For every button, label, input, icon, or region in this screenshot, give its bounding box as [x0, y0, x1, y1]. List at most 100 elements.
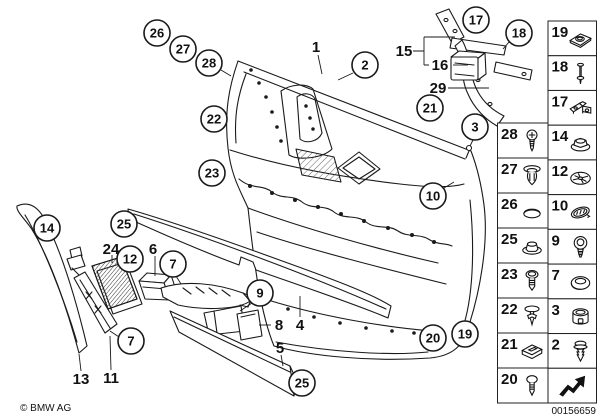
legend-item-20[interactable]: 20 [497, 367, 549, 404]
legend-number: 20 [501, 371, 518, 388]
callout-19[interactable]: 19 [451, 320, 479, 348]
callout-number: 28 [202, 56, 216, 71]
legend-item-7[interactable]: 7 [547, 263, 597, 300]
callout-number: 20 [426, 331, 440, 346]
legend-number: 10 [552, 198, 569, 215]
legend-item-28[interactable]: 28 [497, 122, 549, 159]
callout-20[interactable]: 20 [419, 324, 447, 352]
legend-number: 7 [552, 267, 560, 284]
callout-number: 19 [458, 327, 472, 342]
legend-number: 26 [501, 196, 518, 213]
legend-number: 19 [552, 24, 569, 41]
callout-number: 25 [117, 217, 131, 232]
label-24[interactable]: 24 [103, 241, 120, 258]
disc-clip-icon [570, 171, 591, 185]
callout-3[interactable]: 3 [461, 113, 489, 141]
callout-7[interactable]: 7 [117, 327, 145, 355]
callout-12[interactable]: 12 [116, 245, 144, 273]
callout-26[interactable]: 26 [143, 19, 171, 47]
label-15[interactable]: 15 [396, 43, 413, 60]
legend-item-25[interactable]: 25 [497, 227, 549, 264]
callout-25[interactable]: 25 [110, 210, 138, 238]
legend-number: 25 [501, 231, 518, 248]
legend-number: 23 [501, 266, 518, 283]
fastener-legend: 28 27 26 25 23 22 21 20 19 18 17 14 12 10 9 7 3 2 [497, 20, 597, 404]
label-29[interactable]: 29 [430, 80, 447, 97]
legend-item-next-diagram[interactable] [547, 367, 597, 404]
legend-item-14[interactable]: 14 [547, 124, 597, 161]
callout-22[interactable]: 22 [200, 105, 228, 133]
image-number-text: 00156659 [552, 406, 597, 417]
door-pull-cup-art [160, 282, 253, 309]
callout-21[interactable]: 21 [416, 94, 444, 122]
callout-9[interactable]: 9 [246, 279, 274, 307]
callout-number: 25 [295, 376, 309, 391]
legend-item-18[interactable]: 18 [547, 55, 597, 91]
legend-item-23[interactable]: 23 [497, 262, 549, 299]
legend-number: 14 [552, 128, 569, 145]
label-11[interactable]: 11 [103, 370, 119, 387]
callout-number: 27 [176, 42, 190, 57]
callout-2[interactable]: 2 [351, 51, 379, 79]
callout-number: 3 [471, 120, 478, 135]
legend-item-17[interactable]: 17 [547, 89, 597, 126]
trim-strip-front-art [16, 203, 88, 354]
callout-18[interactable]: 18 [505, 19, 533, 47]
callout-7[interactable]: 7 [159, 250, 187, 278]
callout-number: 17 [469, 13, 483, 28]
callout-number: 9 [256, 286, 263, 301]
legend-item-2[interactable]: 2 [547, 333, 597, 369]
legend-item-12[interactable]: 12 [547, 159, 597, 196]
callout-23[interactable]: 23 [198, 159, 226, 187]
airbag-pad-art [91, 256, 143, 315]
legend-number: 12 [552, 163, 569, 180]
callout-number: 22 [207, 112, 221, 127]
legend-item-26[interactable]: 26 [497, 192, 549, 229]
label-4[interactable]: 4 [296, 317, 305, 334]
leader-lines [78, 36, 510, 372]
legend-item-27[interactable]: 27 [497, 157, 549, 194]
grommet-icon [570, 276, 591, 290]
label-1[interactable]: 1 [312, 39, 320, 56]
door-panel-art [226, 60, 486, 360]
callout-number: 26 [150, 26, 164, 41]
legend-number: 28 [501, 126, 518, 143]
callout-number: 12 [123, 252, 137, 267]
legend-item-21[interactable]: 21 [497, 332, 549, 369]
label-13[interactable]: 13 [73, 371, 90, 388]
copyright-text: © BMW AG [20, 403, 71, 414]
legend-number: 22 [501, 301, 518, 318]
callout-number: 7 [127, 334, 134, 349]
legend-number: 9 [552, 232, 560, 249]
callout-number: 2 [361, 58, 368, 73]
callout-number: 14 [40, 221, 55, 236]
carrier-bracket-art [66, 246, 118, 334]
legend-item-9[interactable]: 9 [547, 228, 597, 265]
holder-box-art [138, 272, 178, 301]
callout-number: 18 [512, 26, 526, 41]
legend-item-3[interactable]: 3 [547, 298, 597, 335]
legend-number: 18 [552, 59, 569, 76]
legend-item-22[interactable]: 22 [497, 297, 549, 334]
mounting-bracket-art [435, 8, 533, 159]
label-5[interactable]: 5 [276, 340, 284, 357]
label-6[interactable]: 6 [149, 241, 157, 258]
callout-number: 23 [205, 166, 219, 181]
callout-number: 21 [423, 101, 437, 116]
label-8[interactable]: 8 [275, 317, 283, 334]
callout-28[interactable]: 28 [195, 49, 223, 77]
callout-25[interactable]: 25 [288, 369, 316, 397]
legend-item-10[interactable]: 10 [547, 194, 597, 230]
callout-14[interactable]: 14 [33, 214, 61, 242]
callout-17[interactable]: 17 [462, 6, 490, 34]
label-16[interactable]: 16 [432, 57, 449, 74]
legend-number: 2 [552, 337, 560, 354]
callout-27[interactable]: 27 [169, 35, 197, 63]
callout-number: 7 [169, 257, 176, 272]
cap-icon [523, 208, 541, 219]
callout-10[interactable]: 10 [419, 182, 447, 210]
legend-item-19[interactable]: 19 [547, 20, 597, 57]
socket-icon [572, 308, 589, 325]
